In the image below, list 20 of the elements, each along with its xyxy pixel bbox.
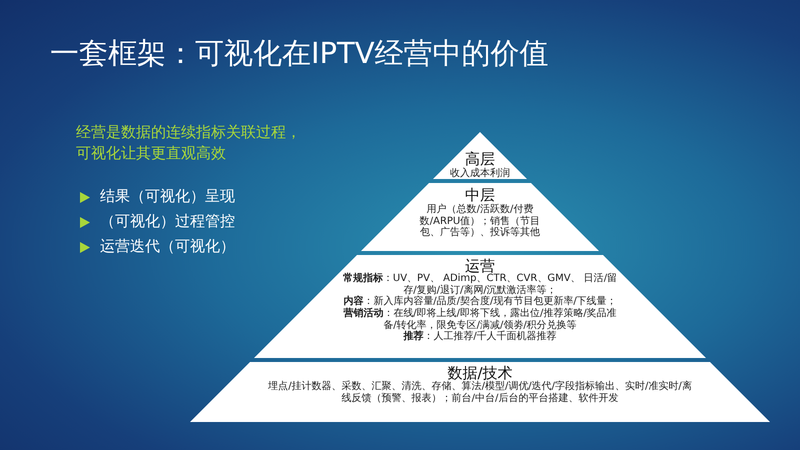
layer-text: 埋点/挂计数器、采数、汇聚、清洗、存储、算法/模型/调优/迭代/字段指标输出、实时/准实时/离线反馈（预警、报表）；前台/中台/后台的平台搭建、软件开发 <box>267 381 693 404</box>
bullet-text: （可视化）过程管控 <box>100 212 235 231</box>
layer-text: 用户（总数/活跃数/付费数/ARPU值）；销售（节目包、广告等）、投诉等其他 <box>418 204 542 238</box>
pyramid-layer <box>361 183 599 251</box>
layer-text: 营销活动：在线/即将上线/即将下线，露出位/推荐策略/奖品准备/转化率，限免专区/满减/领劵/积分兑换等 <box>342 308 618 330</box>
layer-text: 内容：新入库内容量/品质/契合度/现有节目包更新率/下线量； <box>342 296 618 308</box>
layer-text: 常规指标：UV、PV、 ADimp、CTR、CVR、GMV、 日活/留存/复购/退订/离网/沉默激活率等； <box>342 273 618 296</box>
pyramid-layer <box>190 362 770 422</box>
layer-text: 推荐：人工推荐/千人千面机器推荐 <box>402 331 558 342</box>
layer-title: 中层 <box>465 186 496 204</box>
intro-text: 经营是数据的连续指标关联过程，可视化让其更直观高效 <box>76 122 302 164</box>
pyramid-layer <box>433 132 527 179</box>
layer-text: 收入成本利润 <box>449 168 511 180</box>
pyramid-layer <box>254 255 706 358</box>
slide-title: 一套框架：可视化在IPTV经营中的价值 <box>50 35 549 72</box>
layer-title: 运营 <box>465 257 495 275</box>
layer-title: 数据/技术 <box>447 364 513 382</box>
bullet-text: 运营迭代（可视化） <box>100 237 235 256</box>
bullet-text: 结果（可视化）呈现 <box>100 187 235 206</box>
layer-title: 高层 <box>465 150 495 168</box>
